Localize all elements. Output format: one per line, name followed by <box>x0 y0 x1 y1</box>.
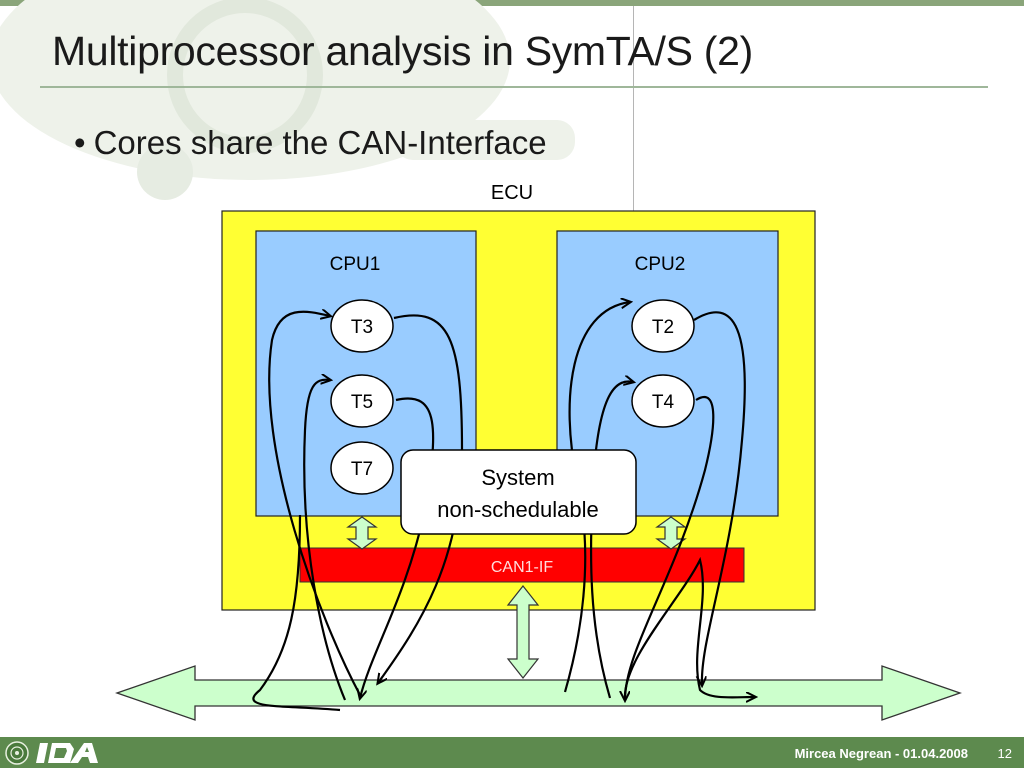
status-line-2: non-schedulable <box>437 497 598 522</box>
ecu-label: ECU <box>490 182 534 204</box>
flow-curve-bus-t7 <box>252 514 341 712</box>
task-t5-node <box>330 374 394 428</box>
cpu1-can-double-arrow <box>346 516 378 550</box>
task-t4-label: T4 <box>652 392 675 413</box>
title-underline <box>40 86 988 88</box>
flow-curve-t5-in <box>303 380 347 701</box>
status-line-1: System <box>481 465 554 490</box>
status-callout-box <box>400 449 637 535</box>
bullet-point: •Cores share the CAN-Interface <box>74 124 547 162</box>
flow-curve-bus-out-t4 <box>623 556 755 700</box>
footer-author-date: Mircea Negrean - 01.04.2008 <box>794 746 968 761</box>
can-interface-label: CAN1-IF <box>491 559 553 576</box>
task-t2-node <box>631 299 695 353</box>
bullet-text: Cores share the CAN-Interface <box>93 124 547 161</box>
university-seal-icon <box>5 741 29 765</box>
top-strip <box>0 0 1024 6</box>
task-t2-label: T2 <box>652 317 674 338</box>
task-t4-node <box>631 374 695 428</box>
task-t7-label: T7 <box>351 459 373 480</box>
can-interface-bar <box>299 547 745 583</box>
bullet-dot-icon: • <box>74 124 86 161</box>
footer-bar: Mircea Negrean - 01.04.2008 12 <box>0 737 1024 768</box>
slide-title: Multiprocessor analysis in SymTA/S (2) <box>52 28 753 74</box>
footer-page-number: 12 <box>997 746 1012 761</box>
cpu2-label: CPU2 <box>635 254 686 275</box>
can-bus-arrow <box>115 665 962 721</box>
can-bus-double-arrow <box>506 585 540 679</box>
cpu1-label: CPU1 <box>330 254 381 275</box>
flow-curve-t2-out <box>693 311 746 685</box>
flow-curve-t4-out <box>625 396 715 700</box>
ida-logo <box>36 743 98 763</box>
task-t7-node <box>330 441 394 495</box>
vertical-guide-line <box>633 6 634 211</box>
task-t5-label: T5 <box>351 392 373 413</box>
task-t3-label: T3 <box>351 317 373 338</box>
cpu2-can-double-arrow <box>655 516 687 550</box>
background-watermark <box>0 0 575 200</box>
flow-curve-t3-in <box>268 312 361 696</box>
task-t3-node <box>330 299 394 353</box>
ecu-diagram: CPU1 CPU2 CAN1-IF T3 T5 T7 T2 T4 System … <box>115 210 962 721</box>
